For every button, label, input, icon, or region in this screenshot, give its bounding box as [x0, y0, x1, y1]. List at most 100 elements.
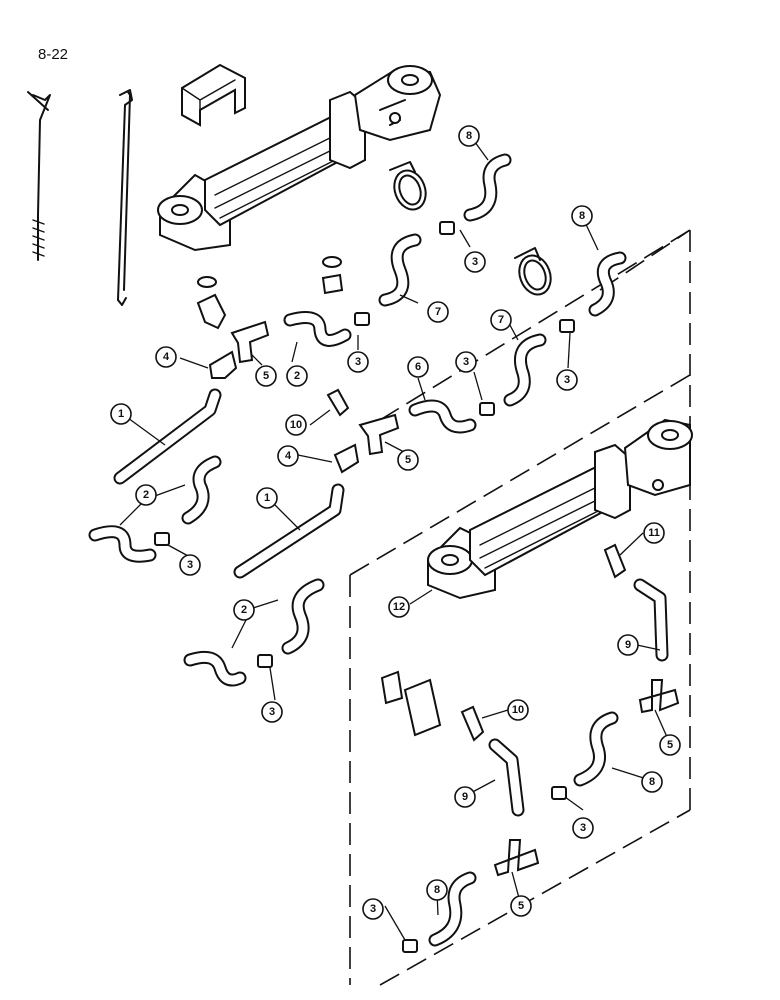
callout-label: 2: [294, 370, 300, 382]
callout-8: 8: [426, 879, 448, 901]
callout-3: 3: [455, 351, 477, 373]
hose-s-shaped: [408, 399, 477, 434]
callout-label: 11: [648, 527, 660, 539]
callout-label: 7: [498, 314, 504, 326]
callout-label: 3: [269, 706, 275, 718]
callout-label: 5: [667, 739, 673, 751]
straight-pipe: [113, 388, 222, 485]
callout-2: 2: [286, 365, 308, 387]
o-ring: [322, 256, 342, 268]
hose-s-shaped: [428, 871, 477, 947]
callout-11: 11: [643, 522, 665, 544]
elbow-fitting-4-middle: [333, 443, 360, 474]
hose-s-shaped: [181, 455, 222, 525]
mounting-bracket: [181, 63, 246, 127]
callout-label: 10: [290, 419, 302, 431]
callout-7: 7: [427, 301, 449, 323]
hose-s-shaped: [283, 311, 352, 347]
callout-label: 10: [512, 704, 524, 716]
callout-6: 6: [407, 356, 429, 378]
callout-1: 1: [256, 487, 278, 509]
callout-label: 6: [415, 361, 421, 373]
callout-5: 5: [255, 365, 277, 387]
callout-2: 2: [135, 484, 157, 506]
callout-label: 8: [466, 130, 472, 142]
callout-label: 7: [435, 306, 441, 318]
callout-label: 3: [370, 903, 376, 915]
tee-fitting-middle: [358, 413, 400, 456]
callout-3: 3: [347, 351, 369, 373]
elbow-fitting-upper: [196, 293, 227, 330]
callout-label: 12: [393, 601, 405, 613]
hose-s-shaped: [281, 578, 325, 655]
callout-3: 3: [556, 369, 578, 391]
assembly-boundary-line: [349, 229, 691, 986]
callout-label: 8: [434, 884, 440, 896]
elbow-pipe-9-lower: [488, 738, 525, 817]
hose-s-shaped: [183, 650, 247, 687]
callout-label: 5: [518, 900, 524, 912]
callout-3: 3: [362, 898, 384, 920]
callout-label: 8: [579, 210, 585, 222]
page-number: 8-22: [38, 46, 69, 63]
callout-label: 3: [580, 822, 586, 834]
callout-4: 4: [155, 346, 177, 368]
callout-9: 9: [617, 634, 639, 656]
elbow-fitting-10-lower: [460, 705, 485, 742]
callout-label: 1: [118, 408, 124, 420]
callout-label: 3: [463, 356, 469, 368]
callout-label: 9: [462, 791, 468, 803]
tee-fitting-upper: [230, 320, 270, 364]
callout-5: 5: [659, 734, 681, 756]
adapter-fittings: [154, 221, 575, 953]
callout-5: 5: [510, 895, 532, 917]
elbow-fitting-11: [603, 543, 627, 579]
elbow-fitting-10: [326, 388, 350, 417]
callout-label: 4: [163, 351, 170, 363]
hose-clamp-middle: [514, 247, 552, 296]
hose-s-shaped: [588, 251, 627, 317]
linkage-rod-right: [117, 89, 133, 306]
callout-label: 5: [405, 454, 411, 466]
hose-s-shaped: [573, 711, 619, 787]
callout-7: 7: [490, 309, 512, 331]
callout-label: 3: [187, 559, 193, 571]
callout-8: 8: [571, 205, 593, 227]
linkage-rod-left: [27, 91, 51, 261]
hose-clamp-upper: [389, 161, 427, 211]
elbow-fitting-4-upper: [208, 350, 238, 379]
callout-label: 3: [472, 256, 478, 268]
callout-3: 3: [179, 554, 201, 576]
callout-3: 3: [464, 251, 486, 273]
hose-s-shaped: [378, 233, 422, 307]
straight-pipe: [233, 483, 345, 579]
callout-10: 10: [507, 699, 529, 721]
callout-3: 3: [261, 701, 283, 723]
callout-5: 5: [397, 449, 419, 471]
callout-label: 4: [285, 450, 292, 462]
callout-label: 5: [263, 370, 269, 382]
plug-fitting: [321, 273, 344, 295]
hose-s-shaped: [503, 333, 547, 407]
tee-fitting-lower-right: [638, 679, 680, 714]
callout-label: 2: [143, 489, 149, 501]
callout-label: 2: [241, 604, 247, 616]
callout-label: 3: [355, 356, 361, 368]
callout-9: 9: [454, 786, 476, 808]
callout-8: 8: [641, 771, 663, 793]
callout-12: 12: [388, 596, 410, 618]
callout-2: 2: [233, 599, 255, 621]
callout-3: 3: [572, 817, 594, 839]
callout-label: 9: [625, 639, 631, 651]
hose-s-shaped: [88, 525, 157, 563]
elbow-pipe-9-upper: [633, 578, 669, 662]
callout-10: 10: [285, 414, 307, 436]
callout-label: 3: [564, 374, 570, 386]
callout-8: 8: [458, 125, 480, 147]
callout-label: 1: [264, 492, 270, 504]
sleeve-parts: [380, 670, 442, 737]
o-ring: [197, 276, 217, 288]
upper-cylinder: [157, 65, 442, 252]
callout-4: 4: [277, 445, 299, 467]
